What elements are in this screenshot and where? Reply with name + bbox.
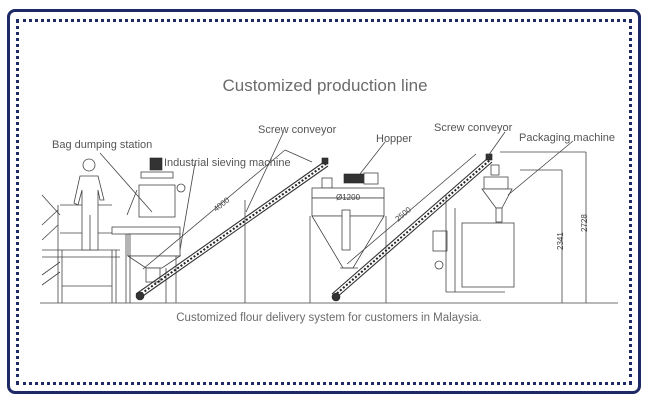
dim-conveyor-1-length: 4000 <box>212 195 232 213</box>
label-screw-conveyor-1: Screw conveyor <box>258 124 337 136</box>
sieving-machine-drawing <box>111 157 186 303</box>
packaging-machine-drawing <box>432 151 587 303</box>
diagram-caption: Customized flour delivery system for cus… <box>176 312 482 324</box>
dim-packaging-height-2: 2728 <box>580 214 589 232</box>
label-hopper: Hopper <box>376 133 412 145</box>
label-bag-dumping-station: Bag dumping station <box>52 139 152 151</box>
label-industrial-sieving-machine: Industrial sieving machine <box>164 157 291 169</box>
dim-conveyor-2-length: 2500 <box>394 205 414 224</box>
screw-conveyor-2-drawing <box>331 153 493 302</box>
bag-dumping-platform <box>41 194 120 303</box>
inner-dotted-frame <box>16 19 632 385</box>
dim-hopper-diameter: Ø1200 <box>336 193 361 202</box>
dim-packaging-height-1: 2341 <box>556 232 565 250</box>
hopper-drawing <box>309 172 387 303</box>
diagram-title: Customized production line <box>222 76 428 95</box>
label-packaging-machine: Packaging machine <box>519 132 615 144</box>
leader-lines <box>99 131 574 251</box>
label-screw-conveyor-2: Screw conveyor <box>434 122 513 134</box>
screw-conveyor-1-drawing <box>135 149 329 303</box>
outer-frame <box>7 9 641 394</box>
operator-figure <box>73 158 105 251</box>
